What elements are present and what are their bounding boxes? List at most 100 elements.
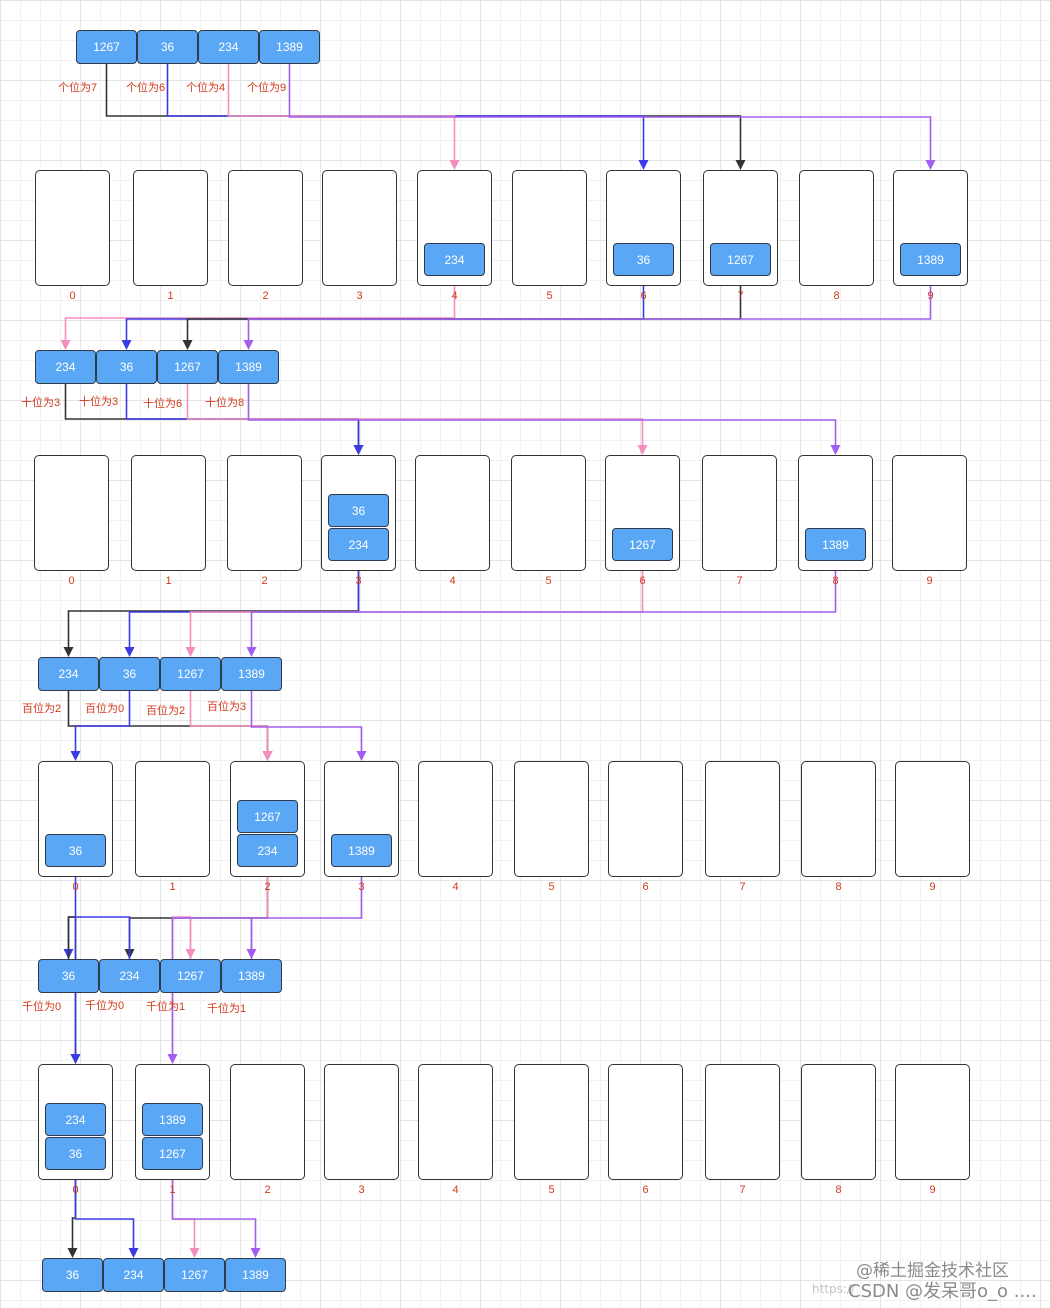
array-cell: 1389 (218, 350, 279, 384)
bucket-index: 3 (355, 575, 362, 587)
bucket-item: 234 (328, 528, 389, 561)
collect-arrow (60, 286, 456, 350)
bucket-8: 1389 (798, 455, 873, 571)
bucket-item: 1267 (710, 243, 771, 276)
bucket-index: 2 (261, 575, 268, 587)
distribute-arrow (288, 64, 936, 170)
array-cell: 1267 (164, 1258, 225, 1292)
array-cell: 234 (35, 350, 96, 384)
array-cell: 1267 (76, 30, 137, 64)
array-cell: 1389 (221, 657, 282, 691)
watermark-juejin: @稀土掘金技术社区 (856, 1261, 1009, 1281)
bucket-index: 5 (548, 1184, 555, 1196)
bucket-index: 0 (72, 881, 79, 893)
array-cell: 234 (198, 30, 259, 64)
digit-label: 十位为3 (79, 396, 119, 408)
bucket-5 (514, 761, 589, 877)
bucket-index: 4 (452, 881, 459, 893)
bucket-8 (801, 761, 876, 877)
bucket-index: 4 (451, 290, 458, 302)
array-cell: 1389 (225, 1258, 286, 1292)
bucket-2 (227, 455, 302, 571)
bucket-index: 5 (546, 290, 553, 302)
collect-arrow (121, 286, 645, 350)
digit-label: 百位为2 (146, 705, 186, 717)
bucket-7 (702, 455, 777, 571)
bucket-0: 36 (38, 761, 113, 877)
bucket-item: 36 (45, 834, 106, 867)
distribute-arrow (227, 64, 460, 170)
bucket-0 (34, 455, 109, 571)
bucket-index: 9 (929, 1184, 936, 1196)
bucket-index: 7 (739, 1184, 746, 1196)
bucket-index: 8 (835, 881, 842, 893)
array-cell: 1389 (221, 959, 282, 993)
bucket-5 (512, 170, 587, 286)
bucket-index: 2 (264, 881, 271, 893)
bucket-item: 1389 (900, 243, 961, 276)
bucket-4 (415, 455, 490, 571)
collect-arrow (171, 1180, 261, 1258)
array-cell: 36 (38, 959, 99, 993)
array-cell: 36 (42, 1258, 103, 1292)
array-cell: 36 (99, 657, 160, 691)
array-cell: 234 (103, 1258, 164, 1292)
distribute-arrow (247, 384, 841, 455)
bucket-index: 4 (452, 1184, 459, 1196)
collect-arrow (124, 877, 269, 959)
bucket-9 (895, 761, 970, 877)
bucket-item: 36 (613, 243, 674, 276)
digit-label: 十位为6 (143, 398, 183, 410)
watermark-faint: https:// (812, 1282, 856, 1296)
digit-label: 百位为3 (207, 701, 247, 713)
collect-arrow (74, 1180, 139, 1258)
bucket-6 (608, 1064, 683, 1180)
bucket-index: 0 (68, 575, 75, 587)
digit-label: 千位为1 (146, 1001, 186, 1013)
bucket-item: 1389 (142, 1103, 203, 1136)
collect-arrow (63, 571, 360, 657)
bucket-item: 1389 (331, 834, 392, 867)
array-cell: 36 (96, 350, 157, 384)
collect-arrow (243, 286, 932, 350)
digit-label: 个位为4 (186, 82, 226, 94)
bucket-index: 1 (167, 290, 174, 302)
bucket-index: 9 (929, 881, 936, 893)
bucket-index: 0 (69, 290, 76, 302)
bucket-index: 9 (927, 290, 934, 302)
bucket-index: 5 (548, 881, 555, 893)
watermark-csdn: CSDN @发呆哥o_o .... (848, 1281, 1037, 1302)
bucket-index: 7 (739, 881, 746, 893)
bucket-index: 9 (926, 575, 933, 587)
bucket-index: 2 (262, 290, 269, 302)
bucket-index: 4 (449, 575, 456, 587)
distribute-arrow (70, 691, 131, 761)
bucket-index: 6 (642, 1184, 649, 1196)
bucket-index: 1 (169, 881, 176, 893)
bucket-item: 234 (424, 243, 485, 276)
bucket-item: 234 (237, 834, 298, 867)
bucket-7: 1267 (703, 170, 778, 286)
distribute-arrow (250, 691, 367, 761)
bucket-index: 2 (264, 1184, 271, 1196)
bucket-1 (135, 761, 210, 877)
bucket-9 (895, 1064, 970, 1180)
digit-label: 千位为1 (207, 1003, 247, 1015)
distribute-arrow (186, 384, 648, 455)
bucket-index: 1 (165, 575, 172, 587)
array-cell: 36 (137, 30, 198, 64)
bucket-4 (418, 1064, 493, 1180)
bucket-4: 234 (417, 170, 492, 286)
bucket-4 (418, 761, 493, 877)
distribute-arrow (189, 691, 273, 761)
bucket-9: 1389 (893, 170, 968, 286)
bucket-5 (511, 455, 586, 571)
bucket-item: 1267 (612, 528, 673, 561)
bucket-index: 7 (737, 290, 744, 302)
bucket-1 (133, 170, 208, 286)
bucket-index: 8 (833, 290, 840, 302)
bucket-item: 234 (45, 1103, 106, 1136)
